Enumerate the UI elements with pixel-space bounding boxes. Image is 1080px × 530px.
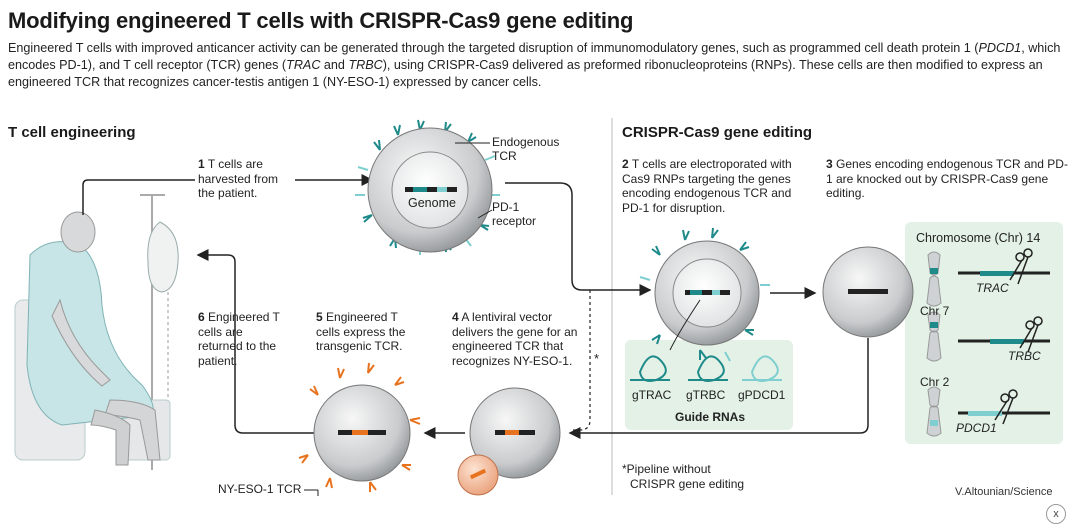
close-button[interactable]: x [1046, 504, 1066, 524]
chromosome-14 [926, 251, 1050, 307]
description: Engineered T cells with improved antican… [8, 41, 1061, 89]
footnote-line-2: CRISPR gene editing [630, 477, 745, 491]
genome-label: Genome [408, 196, 456, 210]
footnote-line-1: *Pipeline without [622, 462, 711, 476]
engineered-t-cell [298, 362, 421, 496]
guide-rna-icons [630, 355, 782, 382]
chromosome-panel [905, 222, 1063, 444]
g-pdcd1-label: gPDCD1 [738, 388, 786, 402]
chr14-label: Chromosome (Chr) 14 [916, 231, 1041, 245]
chromosome-7 [926, 311, 1050, 362]
chromosome-2 [926, 386, 1050, 437]
trbc-gene-label: TRBC [1008, 349, 1041, 363]
scissors-icon [994, 248, 1043, 425]
g-trbc-label: gTRBC [686, 388, 726, 402]
step-5: 5 Engineered T cells express the transge… [316, 310, 406, 353]
lentiviral-t-cell [457, 387, 561, 496]
step-6: 6 Engineered T cells are returned to the… [198, 310, 280, 368]
endogenous-tcr-label: Endogenous TCR [492, 135, 560, 163]
section-heading-crispr: CRISPR-Cas9 gene editing [622, 124, 813, 141]
step-3: 3 Genes encoding endogenous TCR and PD-1… [826, 157, 1068, 200]
trac-gene-label: TRAC [976, 281, 1009, 295]
guide-rnas-label: Guide RNAs [675, 410, 746, 424]
harvested-t-cell [355, 119, 500, 255]
guide-rna-panel [625, 340, 793, 430]
asterisk-marker: * [594, 351, 600, 366]
step-2: 2 T cells are electroporated with Cas9 R… [622, 157, 792, 215]
pd1-receptor-label: PD-1 receptor [492, 200, 537, 228]
ny-eso-tcr-label: NY-ESO-1 TCR [218, 482, 302, 496]
pdcd1-gene-label: PDCD1 [956, 421, 997, 435]
step-4: 4 A lentiviral vector delivers the gene … [452, 310, 578, 368]
page-title: Modifying engineered T cells with CRISPR… [8, 8, 634, 33]
chr7-label: Chr 7 [920, 304, 950, 318]
chr2-label: Chr 2 [920, 375, 950, 389]
step-1: 1 T cells are harvested from the patient… [198, 157, 279, 200]
knockout-t-cell [822, 246, 914, 338]
section-heading-t-cell-engineering: T cell engineering [8, 124, 136, 141]
patient-figure [14, 194, 179, 470]
image-credit: V.Altounian/Science [955, 486, 1053, 498]
electroporated-t-cell [639, 227, 770, 362]
g-trac-label: gTRAC [632, 388, 672, 402]
